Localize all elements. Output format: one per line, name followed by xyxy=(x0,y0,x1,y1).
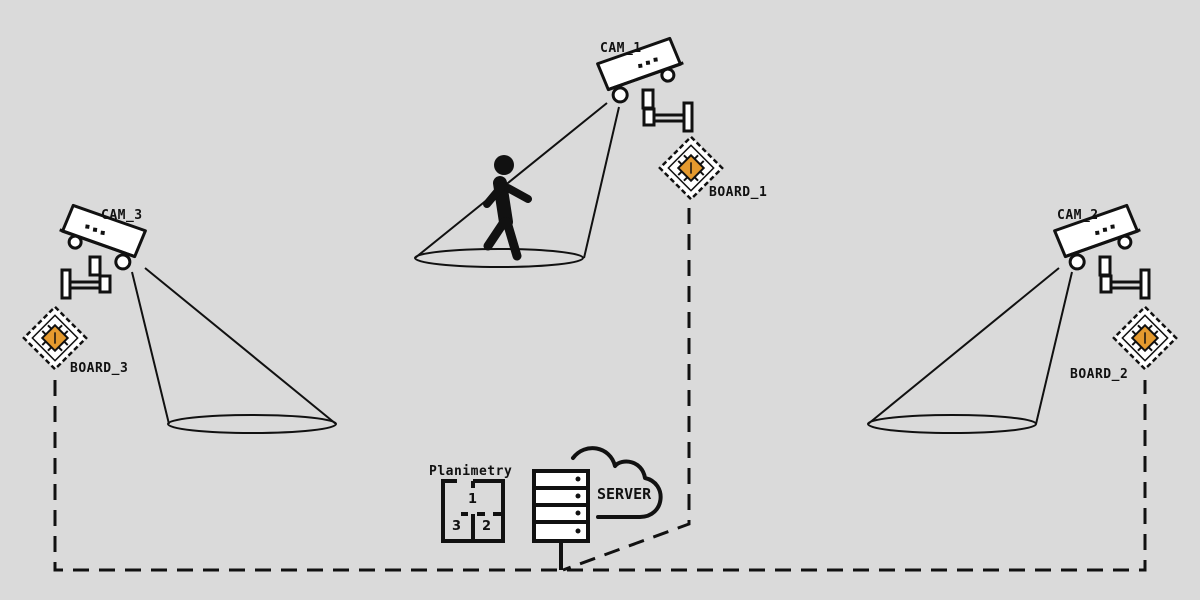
server-label: SERVER xyxy=(597,485,652,503)
cctv-camera-icon xyxy=(54,202,149,300)
view-cone-cam-3 xyxy=(131,267,337,434)
network-link-board-1 xyxy=(562,208,691,572)
network-link-boards-3-2 xyxy=(53,380,1147,572)
cam-1-label: CAM_1 xyxy=(600,41,642,56)
cam-3-label: CAM_3 xyxy=(101,208,143,223)
cloud-icon xyxy=(571,446,663,519)
room-number-2: 2 xyxy=(482,519,492,534)
board-2-label: BOARD_2 xyxy=(1070,367,1129,382)
view-cone-cam-1 xyxy=(414,102,620,268)
cam-2-label: CAM_2 xyxy=(1057,208,1099,223)
board-3-label: BOARD_3 xyxy=(70,361,129,376)
server-rack-icon xyxy=(532,469,590,570)
circuit-board-icon xyxy=(1112,305,1178,371)
walking-person-icon xyxy=(483,155,532,261)
room-number-1: 1 xyxy=(468,492,478,507)
cctv-camera-icon xyxy=(1051,202,1151,300)
cctv-camera-icon xyxy=(594,35,694,133)
room-number-3: 3 xyxy=(452,519,462,534)
floor-plan-icon xyxy=(441,479,505,543)
circuit-board-icon xyxy=(22,305,88,371)
view-cone-cam-2 xyxy=(867,267,1073,434)
planimetry-label: Planimetry xyxy=(429,464,513,479)
board-1-label: BOARD_1 xyxy=(709,185,768,200)
